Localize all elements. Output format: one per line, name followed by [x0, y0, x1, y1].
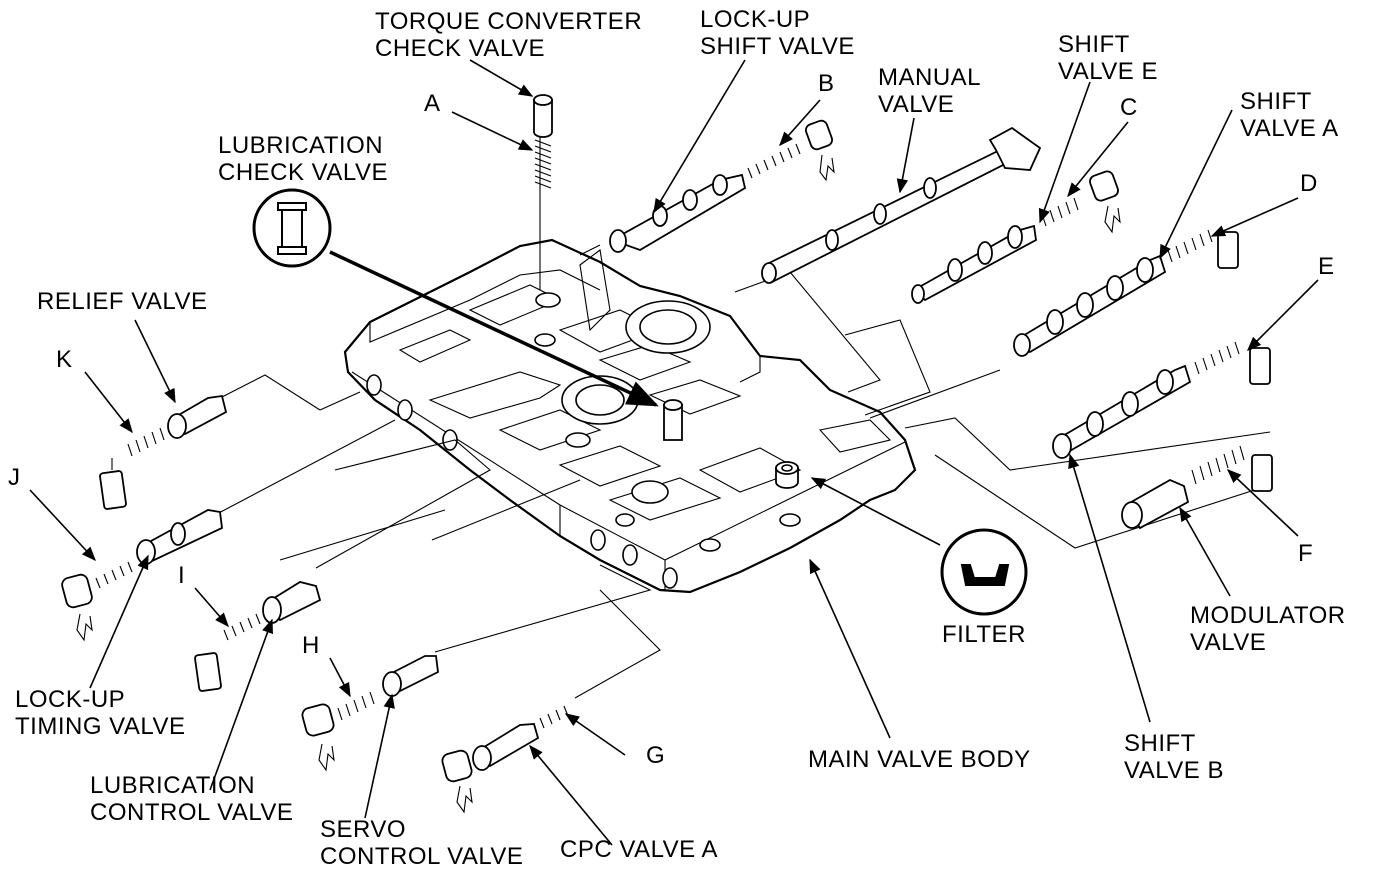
letter-a: A [424, 90, 441, 117]
servo-control-valve-part [301, 655, 439, 772]
lock-up-timing-valve-part [61, 509, 223, 642]
assembly-lines [111, 112, 1271, 699]
letter-i: I [178, 562, 186, 589]
letter-j: J [8, 464, 21, 491]
shift-valve-b-part [1052, 341, 1271, 459]
label-shift-valve-b: SHIFT VALVE B [1124, 730, 1224, 784]
shift-valve-e-part [911, 170, 1121, 304]
filter-inset [940, 528, 1028, 616]
label-manual-valve: MANUAL VALVE [878, 64, 982, 118]
label-filter: FILTER [942, 621, 1026, 648]
letter-f: F [1298, 540, 1314, 567]
relief-valve-part [99, 394, 228, 510]
label-shift-valve-a: SHIFT VALVE A [1240, 88, 1339, 142]
letter-g: G [646, 742, 666, 769]
label-lock-up-timing-valve: LOCK-UP TIMING VALVE [15, 686, 186, 740]
label-lubrication-check-valve: LUBRICATION CHECK VALVE [218, 132, 388, 186]
label-main-valve-body: MAIN VALVE BODY [808, 746, 1031, 773]
manual-valve-part [761, 126, 1042, 284]
label-lubrication-control-valve: LUBRICATION CONTROL VALVE [90, 772, 294, 826]
main-valve-body [343, 238, 917, 594]
letter-d: D [1300, 170, 1318, 197]
lubrication-control-valve-part [194, 581, 322, 692]
leader-arrows [29, 59, 1319, 846]
lubrication-check-valve-inset [252, 188, 332, 268]
cpc-valve-a-part [441, 705, 569, 814]
label-relief-valve: RELIEF VALVE [37, 288, 208, 315]
letter-h: H [302, 632, 320, 659]
modulator-valve-part [1121, 445, 1273, 530]
letter-b: B [818, 70, 835, 97]
shift-valve-a-part [1013, 229, 1239, 357]
label-cpc-valve-a: CPC VALVE A [560, 836, 719, 863]
label-shift-valve-e: SHIFT VALVE E [1058, 31, 1158, 85]
letter-e: E [1318, 253, 1335, 280]
letter-k: K [56, 346, 73, 373]
label-modulator-valve: MODULATOR VALVE [1190, 602, 1346, 656]
lock-up-shift-valve-part [609, 119, 835, 253]
label-lock-up-shift-valve: LOCK-UP SHIFT VALVE [700, 6, 855, 60]
label-torque-converter-check-valve: TORQUE CONVERTER CHECK VALVE [375, 8, 643, 62]
torque-converter-check-valve-part [533, 94, 553, 189]
letter-c: C [1120, 94, 1138, 121]
label-servo-control-valve: SERVO CONTROL VALVE [320, 816, 524, 870]
